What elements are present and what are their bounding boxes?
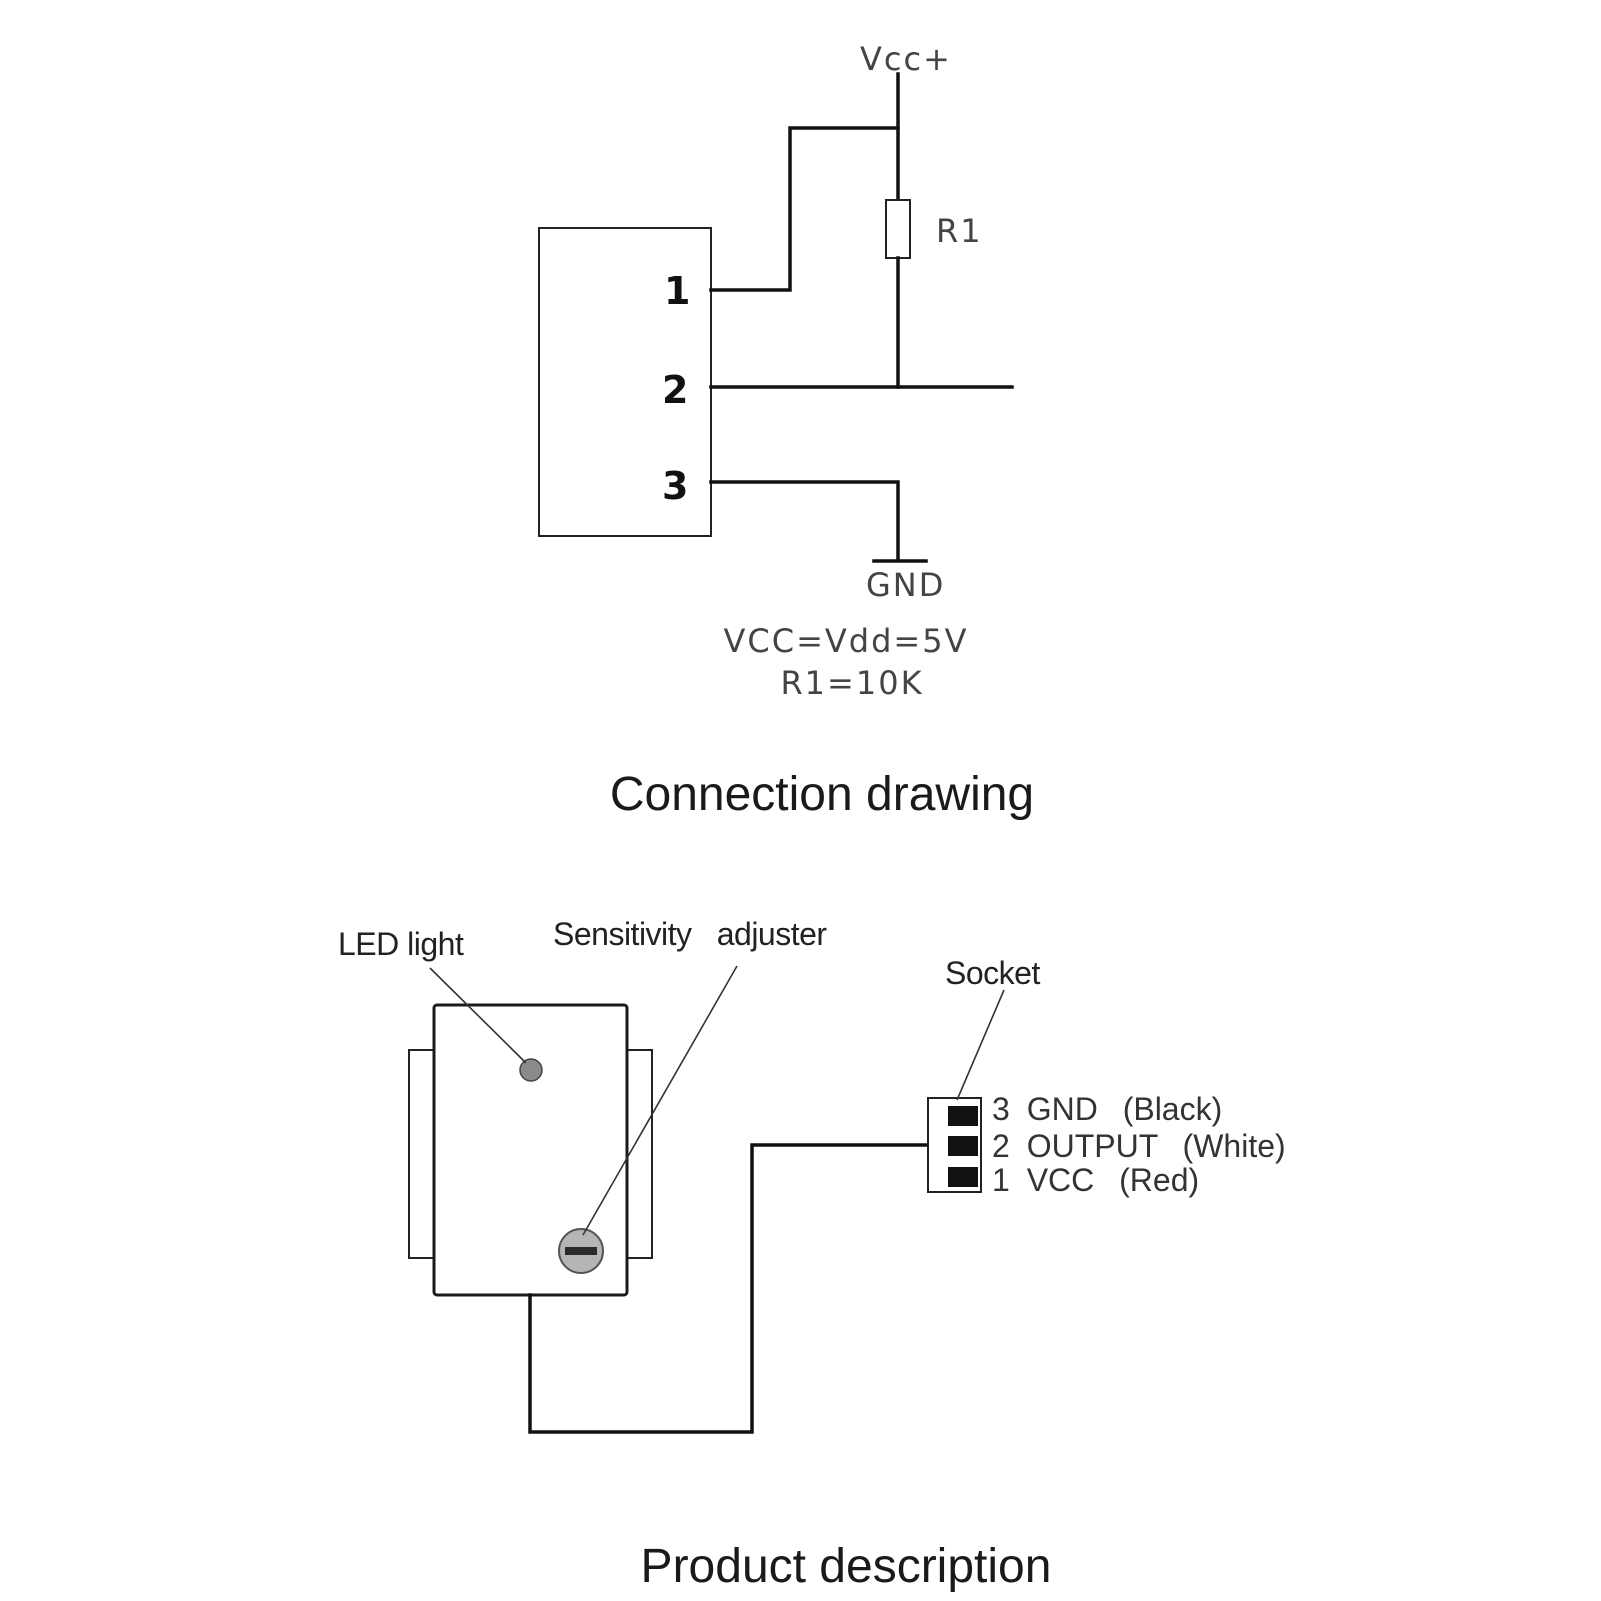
socket-pin-3-desc: 3 GND (Black) — [992, 1091, 1222, 1127]
connection-caption: Connection drawing — [610, 768, 1034, 821]
pin-3-color: (Black) — [1123, 1091, 1223, 1127]
left-flange — [408, 1049, 436, 1259]
pin-2-label: 2 — [662, 368, 688, 412]
adjuster-leader — [582, 965, 738, 1236]
ground-label: GND — [866, 566, 945, 604]
pin-3-label: 3 — [662, 464, 688, 508]
pin-2-color: (White) — [1183, 1128, 1286, 1164]
vcc-label: Vcc+ — [860, 40, 952, 78]
supply-note: VCC=Vdd=5V — [724, 622, 969, 660]
socket-pin-2-desc: 2 OUTPUT (White) — [992, 1128, 1286, 1164]
socket-pin-3 — [948, 1106, 978, 1126]
pin-1-name: VCC — [1027, 1162, 1095, 1198]
led-label: LED light — [338, 926, 464, 962]
socket-pin-1-desc: 1 VCC (Red) — [992, 1162, 1199, 1198]
socket-leader — [956, 989, 1005, 1101]
socket-pin-1 — [948, 1167, 978, 1187]
wire-pin1-vcc — [709, 126, 900, 292]
resistor-label: R1 — [936, 212, 983, 250]
right-flange — [625, 1049, 653, 1259]
schematic: 1 2 3 Vcc+ R1 GND VCC=Vdd=5V R1=10K — [538, 40, 1014, 702]
adjuster-label: Sensitivity adjuster — [553, 916, 827, 952]
resistor-note: R1=10K — [780, 664, 923, 702]
pin-1-number: 1 — [992, 1162, 1010, 1198]
socket-label: Socket — [945, 955, 1040, 991]
socket-pin-2 — [948, 1136, 978, 1156]
product-caption: Product description — [641, 1540, 1052, 1593]
cable — [528, 1143, 930, 1434]
wire-pin3-gnd — [709, 480, 900, 562]
pin-1-label: 1 — [664, 269, 690, 313]
pin-3-name: GND — [1027, 1091, 1098, 1127]
led-leader — [429, 967, 527, 1064]
led-indicator — [519, 1058, 543, 1082]
sensitivity-knob — [558, 1228, 604, 1274]
pin-2-name: OUTPUT — [1027, 1128, 1158, 1164]
pin-1-color: (Red) — [1119, 1162, 1199, 1198]
connector-body — [538, 227, 712, 537]
pin-3-number: 3 — [992, 1091, 1010, 1127]
resistor-r1 — [885, 199, 911, 259]
product-drawing: LED light Sensitivity adjuster Socket 3 … — [338, 916, 1286, 1434]
pin-2-number: 2 — [992, 1128, 1010, 1164]
